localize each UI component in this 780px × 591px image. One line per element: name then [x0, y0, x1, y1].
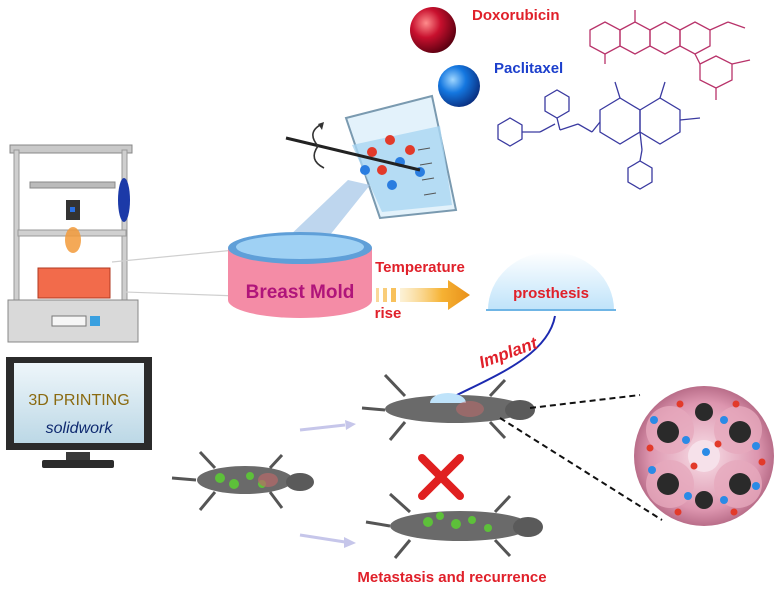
monitor-screen: [14, 363, 144, 443]
doxorubicin-label: Doxorubicin: [472, 7, 560, 24]
zoom-line-top: [529, 394, 641, 409]
mold-label: Breast Mold: [246, 282, 355, 303]
stirring-rod-icon: [285, 122, 421, 172]
implant-label: Implant: [476, 333, 541, 372]
monitor: [6, 357, 152, 468]
temperature-label: Temperature: [375, 259, 465, 276]
cross-icon: [418, 454, 464, 500]
arrow-to-bottom-mouse: [299, 533, 346, 544]
doxorubicin-sphere-icon: [410, 7, 456, 53]
temperature-arrow-icon: [376, 280, 470, 310]
mouse-top-icon: [361, 373, 535, 441]
arrowhead-icon: [345, 420, 356, 430]
connector-line: [124, 291, 239, 297]
filament-spool-icon: [118, 178, 130, 222]
pour-stream: [285, 180, 370, 240]
outcome-label: Metastasis and recurrence: [357, 569, 546, 586]
rise-label: rise: [375, 305, 402, 322]
prosthesis-icon: [486, 252, 616, 311]
3d-printer: [7, 144, 139, 343]
screen-subtitle: solidwork: [46, 420, 114, 437]
connector-line: [111, 249, 236, 263]
doxorubicin-structure-icon: [589, 10, 751, 100]
implant-curve: [454, 315, 556, 397]
mouse-left-icon: [171, 450, 314, 511]
mouse-bottom-icon: [365, 492, 543, 559]
zoom-line-bottom: [499, 417, 663, 521]
arrow-to-top-mouse: [299, 423, 346, 432]
beaker-icon: [344, 94, 458, 220]
prosthesis-label: prosthesis: [513, 285, 589, 302]
paclitaxel-structure-icon: [497, 81, 701, 190]
tumor-microenvironment-icon: [634, 386, 774, 526]
breast-mold-icon: [228, 232, 372, 318]
paclitaxel-label: Paclitaxel: [494, 60, 563, 77]
nozzle-heat-icon: [65, 227, 81, 253]
paclitaxel-sphere-icon: [438, 65, 480, 107]
screen-title: 3D PRINTING: [28, 392, 129, 409]
arrowhead-icon: [344, 537, 356, 548]
